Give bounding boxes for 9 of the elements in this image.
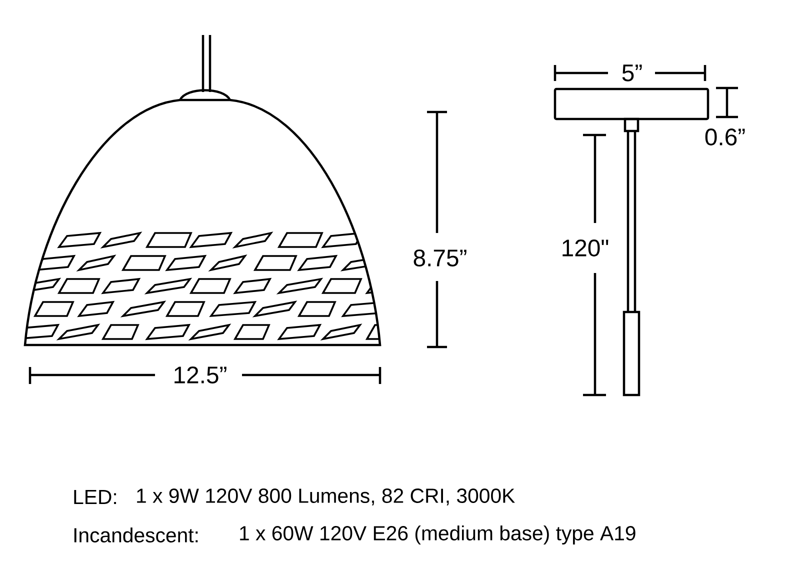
dimension-label: 8.75” <box>414 250 466 266</box>
dimension-label: 0.6” <box>705 128 745 146</box>
spec-label: Incandescent: <box>74 528 198 542</box>
spec-text: 1 x 60W 120V E26 (medium base) type A19 <box>240 525 636 544</box>
spec-label: LED: <box>74 490 116 504</box>
dimension-label: 12.5” <box>174 366 226 384</box>
spec-text: 1 x 9W 120V 800 Lumens, 82 CRI, 3000K <box>137 488 515 506</box>
dimension-label: 5” <box>622 64 642 82</box>
dimension-label: 120" <box>562 240 608 256</box>
